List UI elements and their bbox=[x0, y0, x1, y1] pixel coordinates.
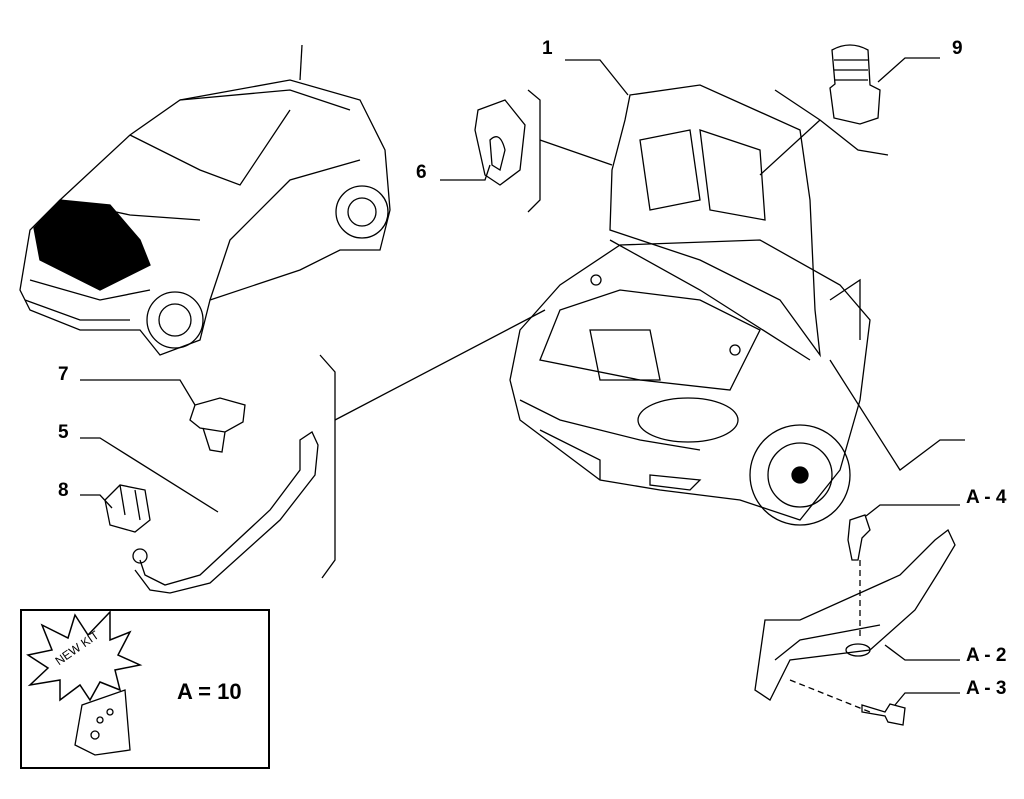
callout-a3: A - 3 bbox=[966, 678, 1007, 699]
hinge-assembly bbox=[754, 514, 956, 726]
part-6-pad bbox=[474, 99, 526, 186]
callout-6: 6 bbox=[416, 162, 427, 183]
callout-1: 1 bbox=[542, 38, 553, 59]
callout-a4: A - 4 bbox=[966, 487, 1007, 508]
leader-lines bbox=[80, 57, 965, 706]
new-kit-badge-text: NEW KIT bbox=[52, 627, 102, 669]
part-9-bump-stop bbox=[829, 44, 881, 125]
car-hood-open-illustration bbox=[509, 84, 871, 526]
new-kit-badge-illustration bbox=[26, 610, 143, 756]
callout-9: 9 bbox=[952, 38, 963, 59]
callout-5: 5 bbox=[58, 422, 69, 443]
kit-box: NEW KIT A = 10 bbox=[20, 609, 270, 769]
callout-a2: A - 2 bbox=[966, 645, 1007, 666]
part-5-hood-support-rod bbox=[132, 431, 319, 594]
part-8-rod-holder bbox=[104, 484, 151, 533]
callout-7: 7 bbox=[58, 364, 69, 385]
part-7-clip bbox=[189, 397, 246, 453]
car-overview-illustration bbox=[19, 44, 391, 356]
callout-8: 8 bbox=[58, 480, 69, 501]
kit-equation: A = 10 bbox=[177, 679, 242, 704]
